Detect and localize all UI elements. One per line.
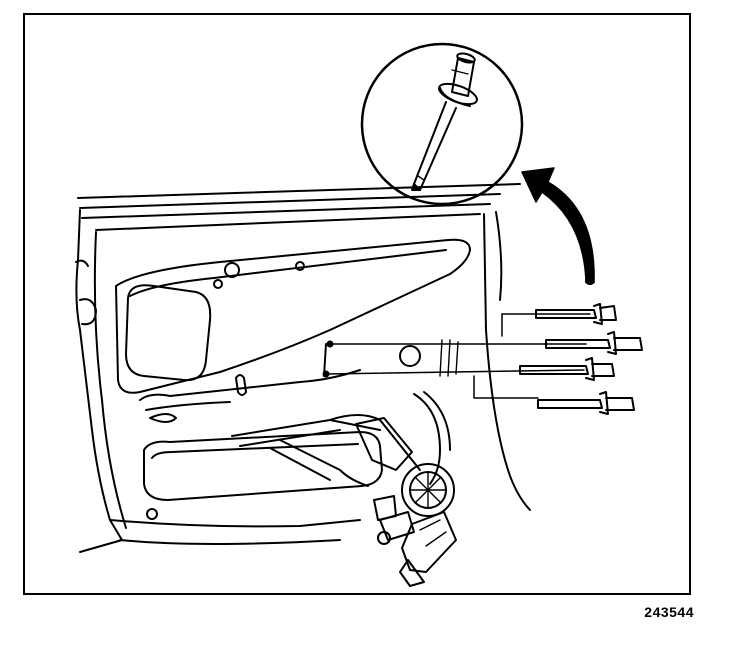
- push-pin-2: [545, 331, 643, 355]
- push-pin-1: [501, 303, 617, 325]
- push-pin-fasteners: [322, 303, 643, 415]
- push-pin-3: [519, 357, 615, 381]
- door-inner-panel: [75, 183, 531, 553]
- push-pin-4: [537, 391, 635, 415]
- figure-number: 243544: [644, 604, 694, 620]
- curved-arrow-icon: [521, 167, 595, 285]
- figure-frame: [23, 13, 691, 595]
- push-pin-detail-icon: [360, 42, 524, 206]
- window-regulator-motor: [231, 391, 457, 587]
